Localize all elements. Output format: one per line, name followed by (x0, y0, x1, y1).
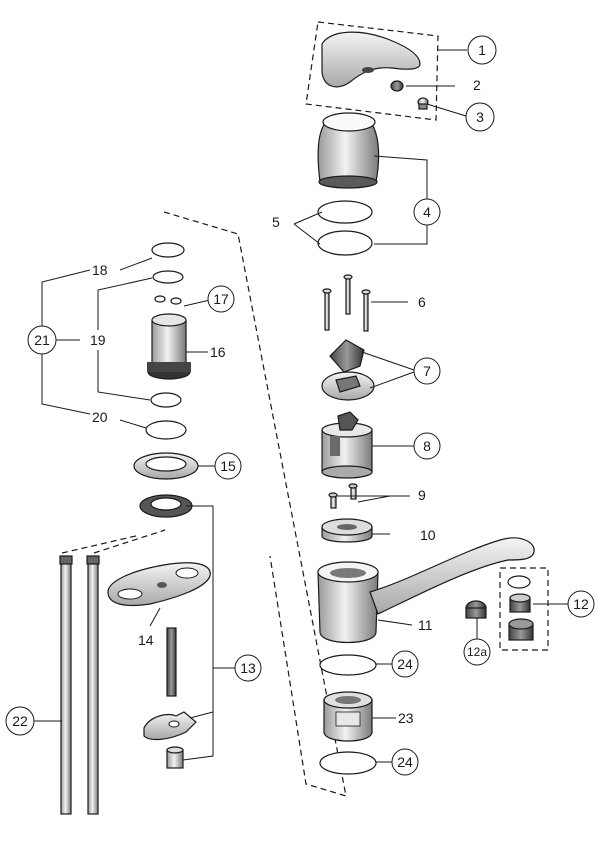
clamp-bracket-part (143, 711, 197, 741)
svg-text:13: 13 (240, 660, 256, 676)
callout-15: 15 (214, 452, 242, 480)
svg-text:1: 1 (478, 42, 486, 58)
supply-hose-right-part (86, 555, 100, 815)
callout-21: 21 (27, 325, 57, 355)
aerator-ring-part (507, 575, 531, 589)
svg-text:21: 21 (34, 332, 50, 348)
lever-handle-part (321, 31, 421, 88)
svg-text:22: 22 (12, 713, 28, 729)
svg-text:17: 17 (213, 291, 229, 307)
lever-insert-part (329, 339, 365, 373)
adapter-plate-part (321, 371, 375, 401)
callout-7: 7 (413, 357, 441, 385)
svg-text:24: 24 (397, 754, 413, 770)
callout-4: 4 (413, 198, 441, 226)
o-ring-small-upper-part (152, 270, 184, 284)
label-9: 9 (418, 487, 426, 503)
cartridge-assembly-dashed-lines (163, 211, 347, 797)
callout-12a: 12a (463, 638, 491, 666)
svg-text:24: 24 (397, 656, 413, 672)
callout-17: 17 (207, 285, 235, 313)
callout-24-upper: 24 (391, 650, 419, 678)
callout-22: 22 (5, 706, 35, 736)
label-18: 18 (92, 262, 108, 278)
leader-lines (34, 49, 568, 763)
svg-text:4: 4 (423, 204, 431, 220)
aerator-kit-dashed-box (499, 567, 549, 651)
base-ring-part (323, 691, 373, 742)
svg-text:7: 7 (423, 363, 431, 379)
label-10: 10 (420, 527, 436, 543)
o-ring-lower-part (317, 230, 373, 256)
threaded-rod-part (166, 627, 177, 697)
supply-hose-left-part (59, 555, 73, 815)
tiny-o-rings-part (154, 295, 182, 305)
cartridge-part (321, 411, 373, 479)
diverter-cartridge-part (147, 313, 191, 380)
label-23: 23 (398, 710, 414, 726)
cartridge-screws-part (328, 483, 358, 509)
svg-text:12a: 12a (467, 645, 487, 659)
gasket-upper-part (319, 654, 377, 676)
callout-8: 8 (413, 432, 441, 460)
top-ring-part (151, 242, 185, 258)
gasket-lower-part (319, 751, 377, 775)
o-ring-small-lower-part (150, 392, 182, 408)
label-2: 2 (473, 77, 481, 93)
callout-12: 12 (567, 590, 595, 618)
label-6: 6 (418, 294, 426, 310)
label-11: 11 (418, 617, 433, 633)
seal-ring-part (145, 420, 187, 440)
mounting-washer-part (133, 452, 199, 480)
small-screw-part (417, 97, 429, 110)
mounting-plate-part (107, 562, 211, 607)
svg-text:3: 3 (476, 109, 484, 125)
label-14: 14 (138, 632, 154, 648)
svg-text:15: 15 (220, 458, 236, 474)
o-ring-upper-part (317, 200, 373, 224)
supply-hose-dashed-lines (61, 529, 166, 554)
aerator-housing-part (508, 618, 534, 641)
label-16: 16 (210, 344, 226, 360)
label-5: 5 (272, 214, 280, 230)
callout-1: 1 (467, 35, 497, 65)
label-20: 20 (92, 409, 108, 425)
rubber-gasket-part (139, 494, 193, 518)
aerator-screen-part (509, 593, 531, 613)
callout-3: 3 (465, 102, 495, 132)
label-19: 19 (90, 332, 106, 348)
svg-text:12: 12 (573, 596, 589, 612)
callout-13: 13 (234, 654, 262, 682)
svg-text:8: 8 (423, 438, 431, 454)
dome-cap-part (317, 112, 380, 189)
retaining-nut-part (321, 518, 373, 543)
bolts-part (322, 274, 371, 332)
set-screw-part (390, 80, 404, 92)
clamp-nut-part (166, 746, 184, 769)
callout-24-lower: 24 (391, 748, 419, 776)
faucet-body-part (317, 537, 535, 644)
handle-kit-dashed-box (305, 21, 439, 121)
aerator-insert-part (465, 600, 487, 619)
